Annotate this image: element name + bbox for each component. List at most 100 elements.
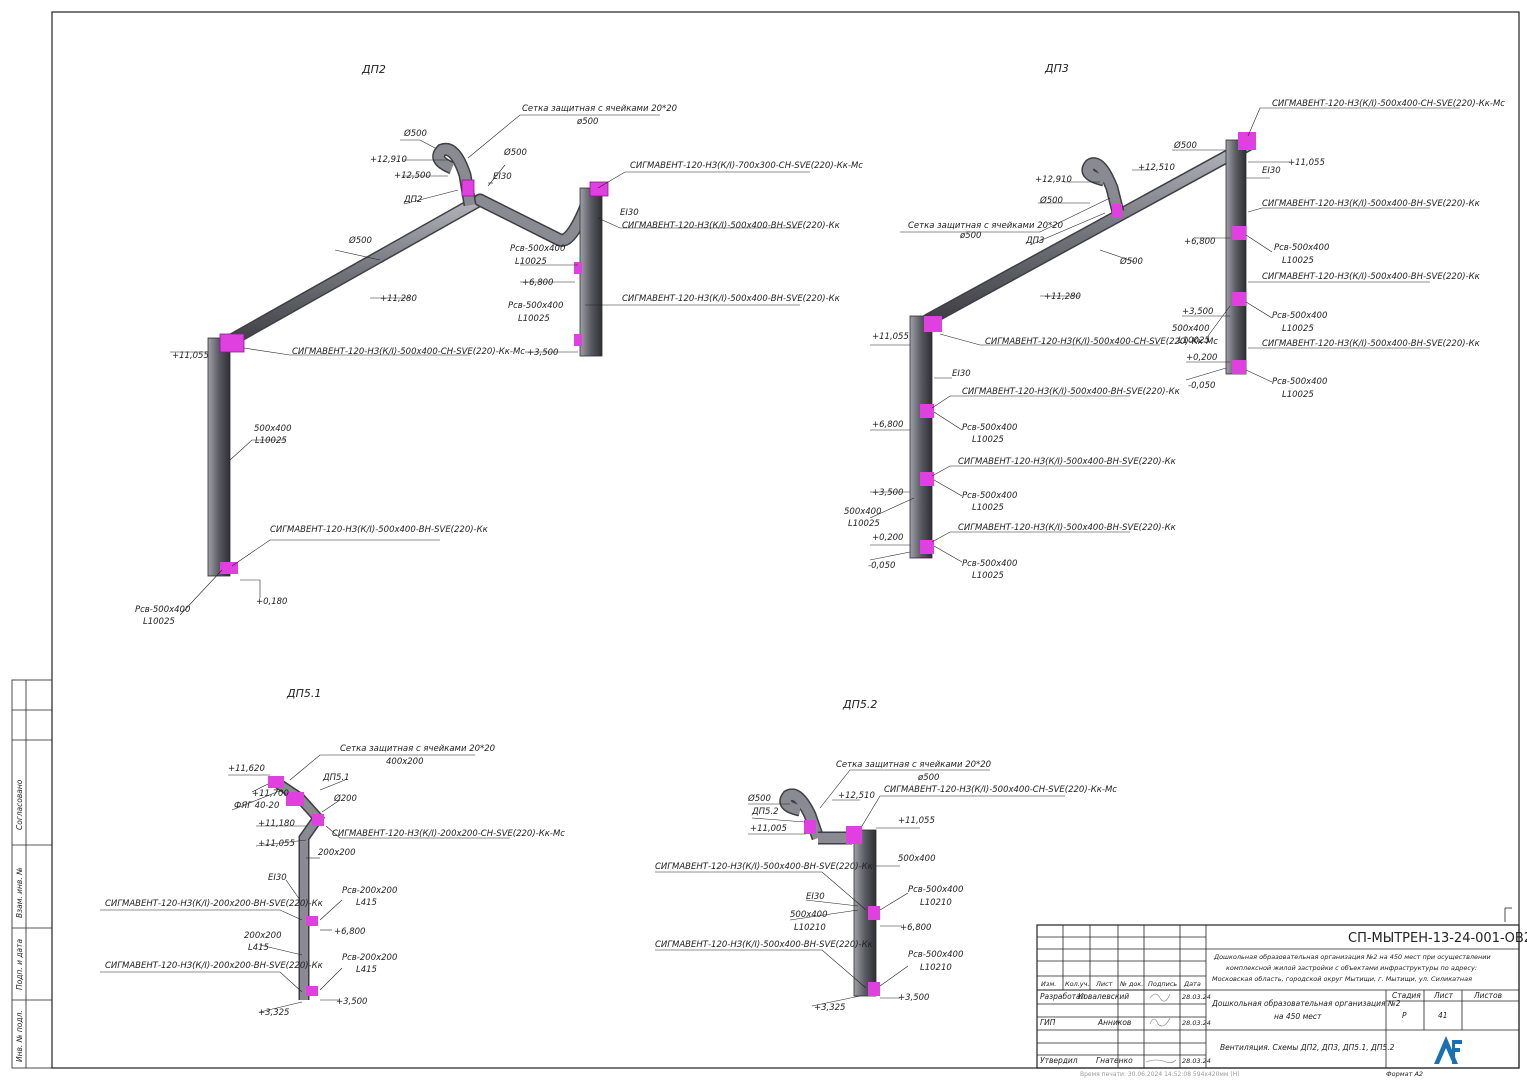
tb-project-l3: Московская область, городской округ Мыти… [1212, 975, 1472, 983]
tb-r1-role: Разработал [1040, 992, 1086, 1001]
dp51-ei: EI30 [268, 873, 287, 883]
dp3-el-0050-r: -0,050 [1188, 381, 1215, 391]
dp3-grille-l3: Рсв-500х400 [962, 559, 1017, 569]
dp52-tag: ДП5.2 [751, 807, 779, 817]
dp51-el-11700: +11,700 [252, 789, 289, 799]
dp3-grille-l2-l: L10025 [972, 503, 1004, 513]
tb-r3-role: Утвердил [1040, 1056, 1078, 1065]
dp52-el-11055: +11,055 [898, 816, 935, 826]
tb-format: Формат А2 [1386, 1070, 1423, 1078]
dp52-mesh-label: Сетка защитная с ячейками 20*20 [836, 760, 991, 770]
dp2-grille3-l: L10025 [143, 617, 175, 627]
dp3-valve-r3: СИГМАВЕНТ-120-НЗ(К/I)-500х400-ВН-SVE(220… [1262, 339, 1481, 349]
dp3-el-11055-l: +11,055 [872, 332, 909, 342]
tb-building-l1: Дошкольная образовательная организация №… [1211, 999, 1401, 1008]
dp3-el-0200-r: +0,200 [1186, 353, 1217, 363]
dp52-valve-top: СИГМАВЕНТ-120-НЗ(К/I)-500х400-СН-SVE(220… [884, 785, 1117, 795]
tb-r1-date: 28.03.24 [1182, 993, 1211, 1001]
dp3-ei-l: EI30 [952, 369, 971, 379]
dp3-grille-l1-l: L10025 [972, 435, 1004, 445]
dp52-el-3500: +3,500 [898, 993, 929, 1003]
dp3-el-6800-r: +6,800 [1184, 237, 1215, 247]
dp3-grille-r3: Рсв-500х400 [1272, 377, 1327, 387]
dp2-el-3500: +3,500 [527, 348, 558, 358]
dp2-d500-c: Ø500 [348, 235, 372, 246]
tb-stage: Р [1402, 1011, 1407, 1020]
dp3-valve-r1: СИГМАВЕНТ-120-НЗ(К/I)-500х400-ВН-SVE(220… [1262, 199, 1481, 209]
dp2-valve-mid: СИГМАВЕНТ-120-НЗ(К/I)-500х400-ВН-SVE(220… [622, 221, 841, 231]
dp3-riser-l: 500х400 [844, 507, 881, 517]
damper [1112, 204, 1122, 218]
dp3-el-6800-l: +6,800 [872, 420, 903, 430]
dp2-el-11280: +11,280 [380, 294, 417, 304]
tb-r2-name: Анников [1097, 1018, 1131, 1027]
dp51-mesh-size: 400х200 [386, 757, 423, 767]
dp52-el-12510: +12,510 [838, 791, 875, 801]
dp2-valve-low: СИГМАВЕНТ-120-НЗ(К/I)-500х400-ВН-SVE(220… [622, 294, 841, 304]
dp2-d500-b: Ø500 [503, 147, 527, 158]
dp52-d500: Ø500 [747, 793, 771, 804]
damper [1238, 132, 1256, 150]
dp2-grille2-l: L10025 [518, 314, 550, 324]
tb-project-l1: Дошкольная образовательная организация №… [1213, 953, 1491, 961]
tb-h-list: Лист [1095, 980, 1113, 988]
tb-footer: Время печати: 30.06.2024 14:52:08 594х42… [1080, 1071, 1240, 1078]
dp52-grille2-l: L10210 [920, 963, 952, 973]
dp3-grille-r2: Рсв-500х400 [1272, 311, 1327, 321]
dp3-grille-l2: Рсв-500х400 [962, 491, 1017, 501]
dp51-title: ДП5.1 [286, 687, 321, 700]
dp3-el-3500-r: +3,500 [1182, 307, 1213, 317]
tb-sheet: 41 [1438, 1011, 1448, 1020]
dp3-valve-top: СИГМАВЕНТ-120-НЗ(К/I)-500х400-СН-SVE(220… [1272, 99, 1505, 109]
dp3-valve-corner: СИГМАВЕНТ-120-НЗ(К/I)-500х400-СН-SVE(220… [985, 337, 1218, 347]
dp51-grille1-l: L415 [356, 898, 377, 908]
tb-h-sign: Подпись [1148, 980, 1177, 988]
damper [268, 776, 284, 788]
dp52-title: ДП5.2 [842, 698, 877, 711]
dp2-mesh-size: ø500 [576, 117, 598, 127]
dp2-ei2: EI30 [620, 208, 639, 218]
damper [920, 404, 934, 418]
dp3-mesh-label: Сетка защитная с ячейками 20*20 [908, 221, 1063, 231]
dp2-el-12910: +12,910 [370, 155, 407, 165]
tb-r3-name: Гнатенко [1096, 1056, 1133, 1065]
dp3-el-0200-l: +0,200 [872, 533, 903, 543]
title-block [1036, 924, 1520, 1069]
damper [1232, 292, 1246, 306]
dp52-el-6800: +6,800 [900, 923, 931, 933]
dp3-d500-c: Ø500 [1119, 256, 1143, 267]
tb-stage-h: Стадия [1392, 991, 1421, 1000]
dp52-grille1: Рсв-500х400 [908, 885, 963, 895]
dp2-riser-size: 500х400 [254, 424, 291, 434]
damper [924, 316, 942, 332]
dp51-tag: ДП5.1 [322, 773, 350, 783]
damper [1232, 360, 1246, 374]
dp3-title: ДП3 [1044, 62, 1069, 75]
dp3-riser-r: 500х400 [1172, 324, 1209, 334]
dp52-el-3325: +3,325 [814, 1003, 845, 1013]
side-inv: Инв. № подл. [15, 1010, 24, 1062]
dp2-ei: EI30 [493, 172, 512, 182]
dp2-el-6800: +6,800 [522, 278, 553, 288]
damper [219, 333, 245, 353]
tb-code: СП-МЫТРЕН-13-24-001-ОВ2 [1348, 931, 1527, 946]
signature-scribbles [1145, 993, 1177, 1063]
dp3-mesh-size: ø500 [959, 231, 981, 241]
dp2-tag: ДП2 [403, 195, 422, 205]
dp52-valve2: СИГМАВЕНТ-120-НЗ(К/I)-500х400-ВН-SVE(220… [655, 940, 874, 950]
dp2-grille3: Рсв-500х400 [135, 605, 190, 615]
dp3-el-11280: +11,280 [1044, 292, 1081, 302]
grille [306, 986, 318, 996]
dp51-mesh-label: Сетка защитная с ячейками 20*20 [340, 744, 495, 754]
damper [286, 792, 304, 806]
damper [868, 906, 880, 920]
dp2-grille2: Рсв-500х400 [508, 301, 563, 311]
dp2-d500-a: Ø500 [403, 128, 427, 139]
damper [920, 472, 934, 486]
dp3-riser-l-l: L10025 [848, 519, 880, 529]
dp3-el-0050-l: -0,050 [868, 561, 895, 571]
dp3-d500-b: Ø500 [1039, 195, 1063, 206]
side-podp: Подп. и дата [15, 939, 24, 990]
dp52-grille2: Рсв-500х400 [908, 950, 963, 960]
